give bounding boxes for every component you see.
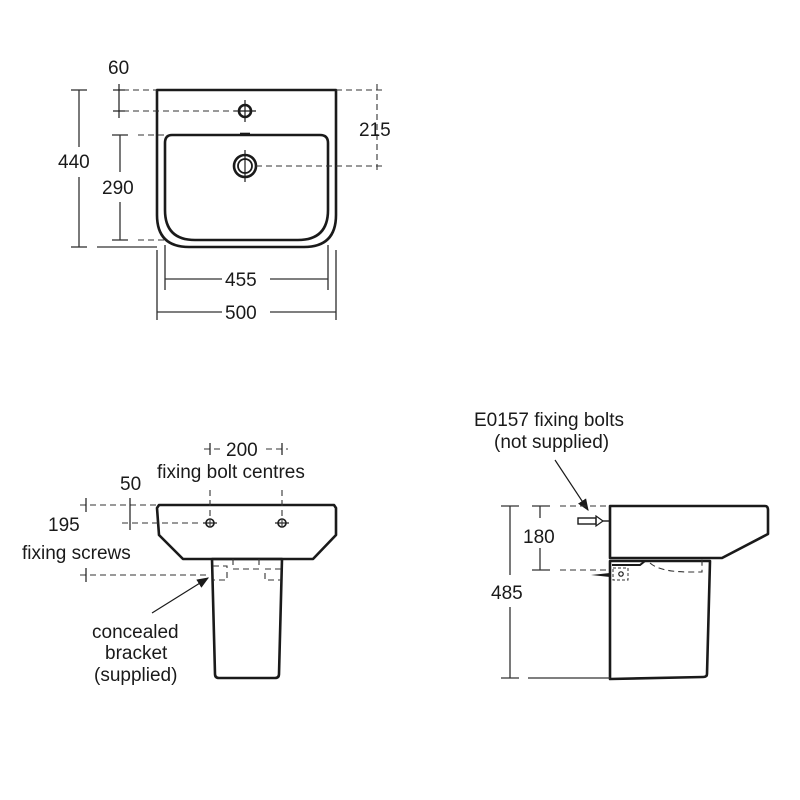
dim-tap-hole-offset: 60 [108,58,129,79]
label-bracket-line1: concealed [92,622,179,643]
dim-bolt-to-bracket: 180 [523,527,555,548]
label-bracket-line3: (supplied) [94,665,177,686]
dim-bolt-centres: 200 [226,440,258,461]
dim-overall-width: 500 [225,303,257,324]
pedestal-outline-front [210,557,284,680]
dim-overall-depth: 440 [58,152,90,173]
dim-waste-from-wall: 215 [359,120,391,141]
concealed-part [232,559,260,570]
bowl-outline-plan [163,133,330,242]
label-fixing-bolts-line2: (not supplied) [494,432,609,453]
fixing-bolts-arrow [554,459,589,512]
dim-screw-height: 195 [48,515,80,536]
fixing-bolt-upper [577,514,610,528]
concealed-bracket [213,565,228,581]
dim-bowl-depth: 290 [102,178,134,199]
front-view: 200 fixing bolt centres 50 195 fixing sc… [22,440,338,686]
label-bracket-line2: bracket [105,643,168,664]
dim-overall-height: 485 [491,583,523,604]
concealed-bracket [264,568,281,581]
plan-view: 60 215 440 290 455 500 [58,58,391,324]
pedestal-outline-side [608,559,712,681]
label-bolt-centres: fixing bolt centres [157,462,305,483]
basin-outline-front [155,503,338,561]
dim-screw-offset: 50 [120,474,141,495]
side-view: E0157 fixing bolts (not supplied) 180 48… [474,410,770,681]
basin-outline-plan [155,88,338,249]
concealed-waste [649,558,703,573]
fixing-bolt-lower [591,567,629,581]
pedestal-top-lip [612,560,648,566]
label-fixing-bolts-line1: E0157 fixing bolts [474,410,624,431]
bracket-arrow [151,577,210,614]
label-fixing-screws: fixing screws [22,543,131,564]
basin-outline-side [608,504,770,560]
dim-bowl-width: 455 [225,270,257,291]
